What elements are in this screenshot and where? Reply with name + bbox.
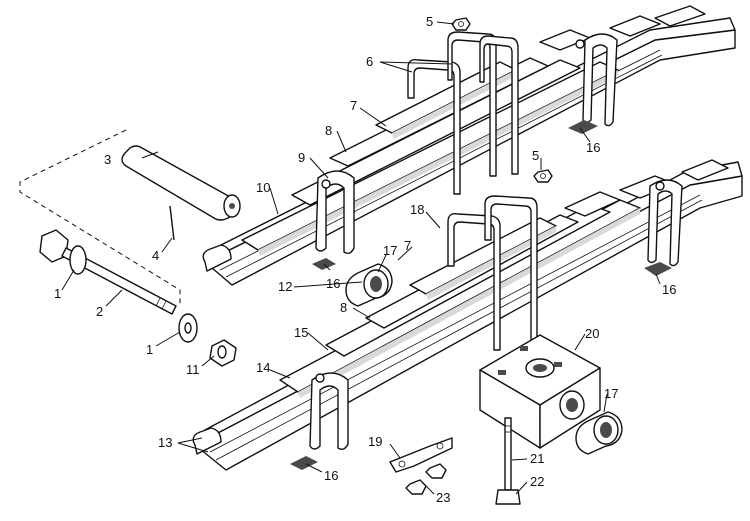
pad-16-bottom	[290, 456, 318, 470]
callout-5-lower: 5	[532, 148, 539, 163]
callout-6: 6	[366, 54, 373, 69]
nut-5-upper	[451, 17, 471, 31]
spring-pin-3	[121, 145, 241, 221]
bolt-2	[39, 229, 177, 315]
callout-16-lower-right: 16	[662, 282, 676, 297]
callout-17-right: 17	[604, 386, 618, 401]
callout-10: 10	[256, 180, 270, 195]
lower-spring-eye	[192, 427, 222, 455]
callout-7-upper: 7	[350, 98, 357, 113]
callout-16-mid: 16	[326, 276, 340, 291]
callout-12: 11	[186, 362, 200, 377]
lower-u-bolt-front	[447, 212, 501, 351]
callout-4: 4	[152, 248, 159, 263]
callout-7-lower: 7	[404, 238, 411, 253]
upper-u-bolt-third	[479, 35, 519, 175]
callout-1-left: 1	[54, 286, 61, 301]
callout-14: 14	[256, 360, 270, 375]
pad-16-lower-right	[644, 262, 672, 276]
bolt-20	[495, 417, 521, 505]
callout-5-upper: 5	[426, 14, 433, 29]
callout-8-lower: 8	[340, 300, 347, 315]
callout-11: 12	[278, 279, 292, 294]
callout-17-mid: 17	[383, 243, 397, 258]
callout-16-upper-right: 16	[586, 140, 600, 155]
bushing-17-mid	[345, 263, 393, 307]
callout-1-right: 1	[146, 342, 153, 357]
pad-16-upper-right	[568, 120, 598, 134]
callout-3: 3	[104, 152, 111, 167]
assembly-guide-line	[19, 129, 181, 305]
spring-bracket-19	[479, 334, 601, 449]
washer-1-left	[69, 245, 87, 275]
lock-plate-23	[389, 437, 453, 473]
pin-4	[169, 205, 175, 241]
nut-5-lower	[533, 169, 553, 183]
bolt-head-21	[495, 489, 521, 505]
callout-labels: 5 6 7 8 9 10 16 5 3 4 1 2 1 11 12 16 17 …	[54, 14, 676, 505]
upper-rebound-clamp-left	[315, 170, 355, 255]
bushing-17-right	[575, 411, 623, 455]
upper-spring-eye	[202, 244, 232, 272]
nut-22-a	[405, 479, 427, 495]
callout-23: 19	[368, 434, 382, 449]
upper-spring-assembly	[202, 5, 736, 286]
lower-spring-assembly	[192, 159, 743, 471]
callout-9: 9	[298, 150, 305, 165]
callout-2: 2	[96, 304, 103, 319]
callout-8-upper: 8	[325, 123, 332, 138]
upper-u-bolt-rear	[447, 31, 497, 177]
callout-18: 18	[410, 202, 424, 217]
leader-lines	[61, 21, 661, 495]
lower-rebound-clamp-right	[647, 179, 683, 267]
callout-16-bottom: 16	[324, 468, 338, 483]
callout-21: 22	[530, 474, 544, 489]
upper-u-bolt-front	[407, 58, 461, 195]
lower-rebound-clamp-left	[309, 372, 349, 451]
nut-22-b	[425, 463, 447, 479]
callout-13: 13	[158, 435, 172, 450]
callout-15: 15	[294, 325, 308, 340]
callout-20: 21	[530, 451, 544, 466]
callout-19: 20	[585, 326, 599, 341]
callout-22: 23	[436, 490, 450, 505]
